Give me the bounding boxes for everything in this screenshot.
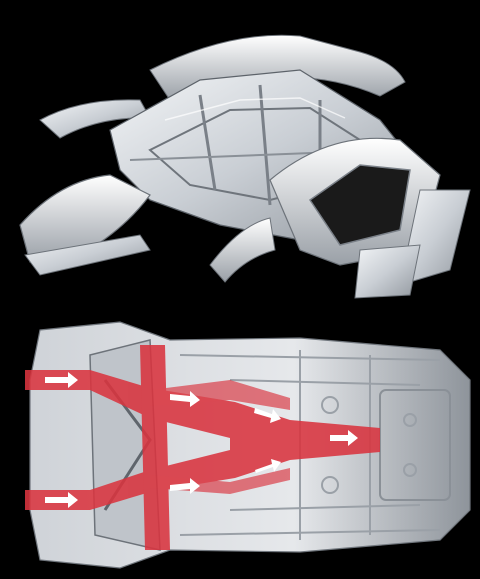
- load-arrow-icon: [45, 372, 358, 508]
- underbody-illustration: [25, 321, 471, 569]
- load-path-red: [25, 345, 380, 550]
- left-rear-panel-icon: [39, 99, 151, 139]
- underbody-load-paths: [0, 310, 480, 579]
- exploded-body-illustration: [19, 34, 471, 299]
- door-panel-icon: [269, 137, 471, 299]
- exploded-body-in-white: [19, 34, 471, 299]
- fender-panel-icon: [209, 217, 276, 283]
- front-bumper-beam-icon: [24, 234, 151, 276]
